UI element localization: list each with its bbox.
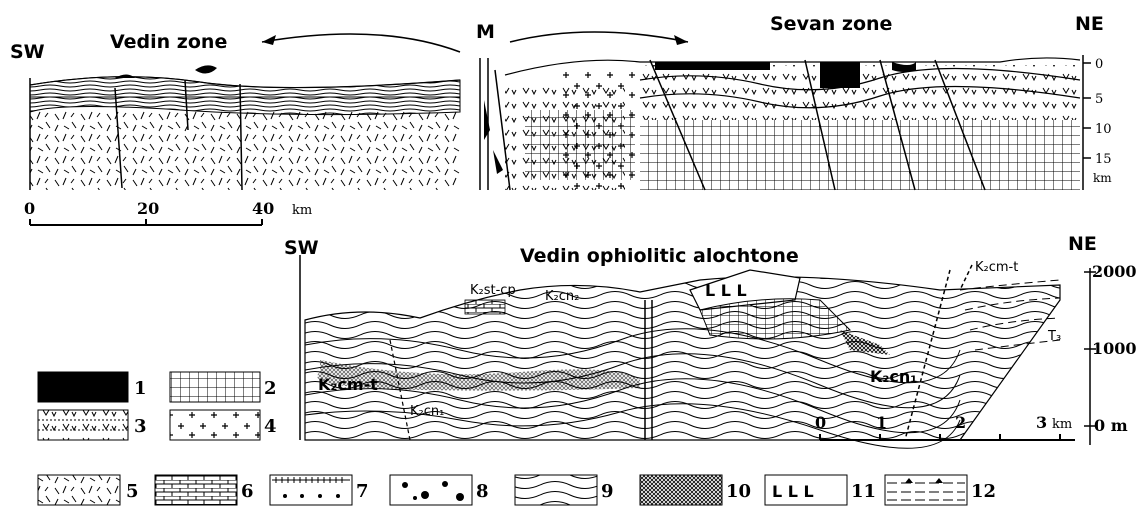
legend-swatch-1 [38, 372, 128, 402]
top-ne-label: NE [1075, 13, 1104, 35]
bottom-scale-tick-0: 0 [815, 413, 826, 432]
label-k2cm-t-right: K₂cm-t [975, 260, 1018, 275]
bottom-scale-tick-3: 3 [1036, 413, 1047, 432]
legend-num-6: 6 [241, 481, 254, 502]
legend-swatch-10 [640, 475, 722, 505]
legend-swatch-2 [170, 372, 260, 402]
vedin-zone-label: Vedin zone [110, 31, 227, 53]
top-cross-section: SW Vedin zone M Sevan zone NE 0 5 10 15 … [10, 13, 1112, 225]
legend-swatch-12 [885, 475, 967, 505]
elev-tick-2000: 2000 [1092, 262, 1137, 281]
top-basement-left [30, 110, 460, 190]
legend-swatch-3 [38, 410, 128, 440]
legend-num-11: 11 [851, 481, 876, 502]
legend-num-3: 3 [134, 416, 147, 437]
legend-num-7: 7 [356, 481, 369, 502]
legend-num-5: 5 [126, 481, 139, 502]
top-sw-label: SW [10, 41, 45, 63]
legend-swatch-4 [170, 410, 260, 440]
depth-tick-0: 0 [1095, 57, 1103, 72]
bottom-scale-tick-1: 1 [876, 413, 887, 432]
bottom-sw-label: SW [284, 237, 319, 259]
legend-num-9: 9 [601, 481, 614, 502]
legend-swatch-6 [155, 475, 237, 505]
depth-tick-10: 10 [1095, 122, 1112, 137]
svg-text:L L L: L L L [772, 482, 814, 501]
scale-tick-20: 20 [137, 199, 159, 218]
label-k2cm-t-left: K₂cm-t [318, 375, 378, 394]
scale-tick-0: 0 [24, 199, 35, 218]
svg-text:L L L: L L L [705, 281, 747, 300]
legend-num-12: 12 [971, 481, 996, 502]
label-k2cn1-left: K₂cn₁ [410, 404, 444, 419]
depth-tick-15: 15 [1095, 152, 1112, 167]
scale-tick-40: 40 [252, 199, 274, 218]
depth-tick-5: 5 [1095, 92, 1103, 107]
m-label: M [476, 21, 495, 43]
top-scale-unit: km [292, 203, 312, 218]
elev-tick-1000: 1000 [1092, 339, 1137, 358]
label-k2cn1-right: K₂cn₁ [870, 367, 917, 386]
arrow-right [510, 32, 688, 42]
top-cross-block [560, 70, 640, 190]
legend-swatch-9 [515, 475, 597, 505]
bottom-scale-unit: km [1052, 417, 1072, 432]
legend-num-4: 4 [264, 416, 277, 437]
sevan-zone-label: Sevan zone [770, 13, 892, 35]
label-t3: T₃ [1047, 329, 1061, 344]
depth-unit: km [1093, 171, 1112, 185]
legend-num-2: 2 [264, 378, 277, 399]
legend-swatch-5 [38, 475, 120, 505]
arrow-left [262, 34, 460, 52]
bottom-title: Vedin ophiolitic alochtone [520, 245, 799, 267]
bottom-ne-label: NE [1068, 233, 1097, 255]
label-k2cn2: K₂cn₂ [545, 289, 579, 304]
legend-num-10: 10 [726, 481, 751, 502]
label-k2st-cp: K₂st-cp [470, 283, 516, 298]
legend-num-1: 1 [134, 378, 147, 399]
top-grid-block-2 [640, 120, 1080, 190]
bottom-cross-section: L L L SW Vedin ophiolitic alochtone NE K… [284, 233, 1137, 448]
top-cover-left [30, 77, 460, 115]
elev-tick-0: 0 m [1094, 416, 1128, 435]
bottom-scale-tick-2: 2 [955, 413, 966, 432]
legend-num-8: 8 [476, 481, 489, 502]
